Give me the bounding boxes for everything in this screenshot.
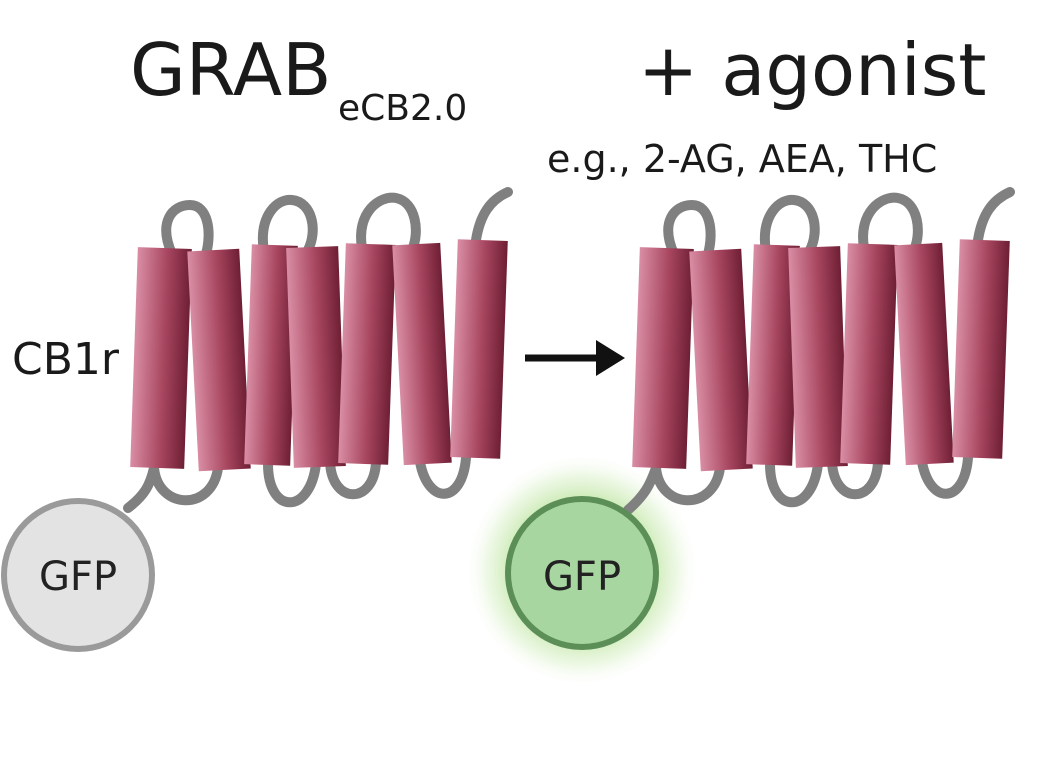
receptor-label: CB1r	[12, 334, 120, 385]
helix-4	[286, 246, 346, 468]
receptor-backbone	[623, 187, 1015, 515]
helix-2	[689, 248, 753, 472]
helix-5	[840, 243, 898, 465]
gfp-active-label: GFP	[543, 554, 621, 600]
transition-arrow	[525, 340, 625, 376]
receptor-inactive: GFP	[1, 187, 513, 652]
gfp-active-circle	[505, 496, 659, 650]
sensor-version-subscript: eCB2.0	[338, 88, 467, 129]
gfp-inactive: GFP	[1, 498, 155, 652]
helix-3	[746, 244, 800, 466]
helix-5	[338, 243, 396, 465]
helix-2	[187, 248, 251, 472]
transmembrane-helices	[632, 239, 1010, 472]
gfp-inactive-circle	[1, 498, 155, 652]
sensor-title: GRAB	[130, 28, 332, 112]
gfp-inactive-label: GFP	[39, 554, 117, 600]
helix-4	[788, 246, 848, 468]
receptor-backbone	[123, 187, 513, 513]
helix-7	[952, 239, 1010, 459]
receptor-active: GFP	[464, 187, 1015, 688]
transmembrane-helices	[130, 239, 508, 472]
helix-6	[894, 242, 954, 466]
gfp-active: GFP	[505, 496, 659, 650]
agonist-examples: e.g., 2-AG, AEA, THC	[547, 137, 937, 181]
helix-6	[392, 242, 452, 466]
helix-1	[632, 247, 694, 469]
helix-1	[130, 247, 192, 469]
helix-3	[244, 244, 298, 466]
helix-7	[450, 239, 508, 459]
agonist-title: + agonist	[638, 28, 986, 112]
